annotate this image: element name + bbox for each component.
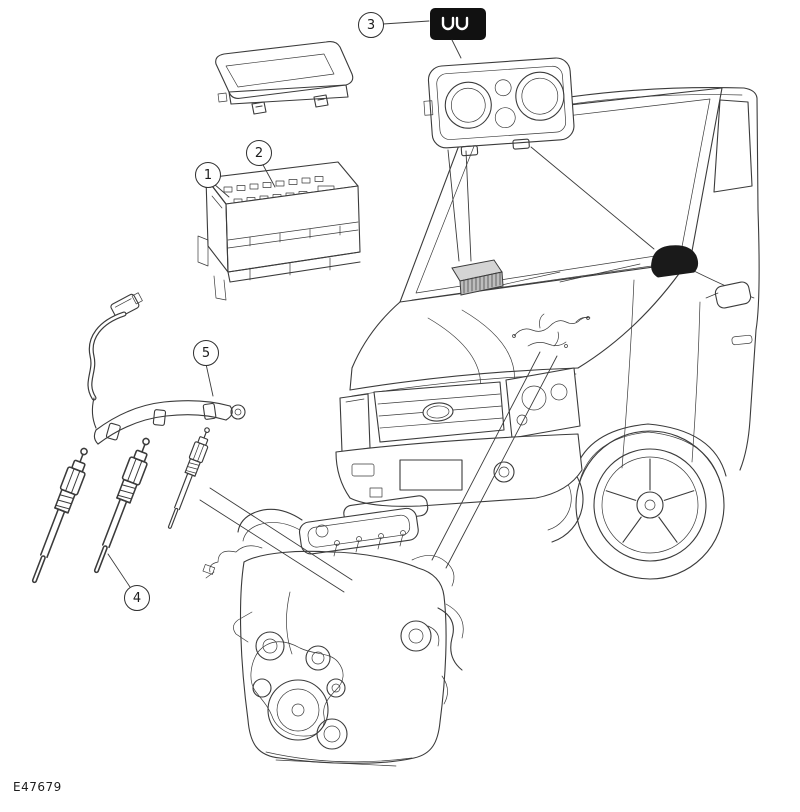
leader-badge-cluster [451,39,462,59]
leader-callout5 [205,363,214,397]
callout-2: 2 [246,140,272,166]
license-plate [399,459,463,491]
left-headlamp [339,393,371,453]
glow-plug-1 [24,444,95,587]
leader-callout3-badge [382,20,430,25]
side-mirror [705,281,752,309]
fog-lamp [493,461,515,483]
leader-cluster-cowl-module [530,146,655,250]
leader-wiring-engine-b [445,355,558,569]
hood-relay-module [451,259,504,296]
instrument-cluster [423,57,575,157]
door-handle [731,334,753,346]
leader-plugs-engine-a [209,487,353,581]
callout-5: 5 [193,340,219,366]
callout-4-label: 4 [132,590,142,606]
leader-callout2 [261,162,276,188]
callout-3: 3 [358,12,384,38]
callout-5-label: 5 [201,345,211,361]
side-glass [713,99,753,193]
glow-plug-indicator-icon [430,8,486,40]
callout-4: 4 [124,585,150,611]
callout-3-label: 3 [366,17,376,33]
fuse-box [197,161,361,301]
glow-plugs [24,424,215,587]
leader-lines [107,20,655,593]
right-headlamp [505,367,581,439]
cowl-module [651,245,699,278]
leader-callout4 [107,553,131,588]
leader-callout1 [213,183,230,198]
leader-plugs-engine-b [199,499,345,593]
front-bumper [335,433,583,507]
fuse-box-cover [215,41,354,115]
leader-wiring-engine-a [431,351,541,561]
hood-wiring [512,313,591,348]
glow-plug-2 [86,434,157,577]
glow-plug-harness [87,292,246,445]
callout-2-label: 2 [254,145,264,161]
figure-reference-code: E47679 [13,780,62,794]
rear-wheel [573,423,727,580]
ring-terminal [230,404,246,420]
front-grille [373,381,505,443]
engine [202,495,464,767]
leader-cluster-relay-b [465,150,472,262]
callout-1: 1 [195,162,221,188]
glow-plug-3 [162,424,215,532]
callout-1-label: 1 [203,167,213,183]
leader-cluster-relay-a [447,149,460,262]
vehicle-outline [335,87,760,580]
